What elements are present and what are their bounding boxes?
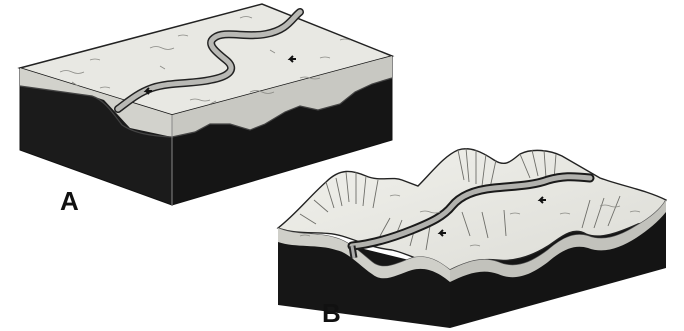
panel-a-label: A	[60, 188, 79, 214]
panel-b-label: B	[322, 300, 341, 326]
